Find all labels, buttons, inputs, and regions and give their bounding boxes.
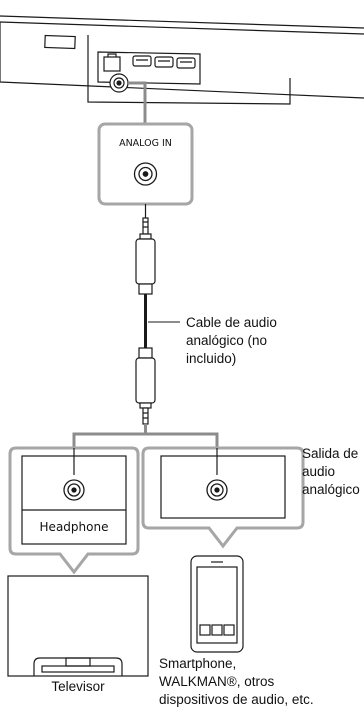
- branch-lines: [72, 424, 219, 448]
- device-label-line-1: Smartphone,: [159, 656, 236, 671]
- output-label-line-1: Salida de: [302, 446, 358, 461]
- hdmi-port-2: [154, 56, 174, 68]
- cable-label: Cable de audio analógico (no incluido): [186, 315, 281, 366]
- device-jack-icon: [206, 479, 228, 501]
- output-label-line-2: audio: [302, 464, 335, 479]
- hdmi-ports: [132, 55, 196, 69]
- tv-jack-icon: [63, 479, 85, 501]
- tv-label: Televisor: [51, 679, 105, 694]
- device-output-callout: [141, 446, 305, 549]
- analog-in-jack-icon: [133, 162, 158, 186]
- hdmi-port-3: [176, 57, 196, 69]
- device-label-line-3: dispositivos de audio, etc.: [159, 692, 314, 707]
- smartphone-icon: [190, 555, 244, 653]
- hdmi-port-1: [132, 55, 152, 67]
- jack-callout-leader: [128, 81, 147, 124]
- cable-label-line-2: analógico (no: [186, 333, 267, 348]
- upper-plug-icon: [135, 217, 156, 295]
- headphone-label: Headphone: [40, 520, 109, 534]
- analog-in-callout: ANALOG IN: [97, 122, 194, 206]
- television-icon: [7, 575, 149, 677]
- cable-label-line-3: incluido): [186, 351, 236, 366]
- analog-in-label: ANALOG IN: [119, 138, 172, 149]
- tv-output-callout: Headphone: [8, 446, 140, 575]
- soundbar: [0, 15, 364, 105]
- lan-port: [103, 53, 121, 72]
- output-label-line-3: analógico: [302, 482, 360, 497]
- device-label: Smartphone, WALKMAN®, otros dispositivos…: [159, 656, 314, 707]
- audio-cable: [135, 204, 156, 433]
- device-jack-panel: [160, 455, 286, 519]
- device-label-line-2: WALKMAN®, otros: [159, 674, 274, 689]
- cable-label-line-1: Cable de audio: [186, 315, 277, 330]
- output-label: Salida de audio analógico: [302, 446, 362, 497]
- lower-plug-icon: [135, 347, 156, 425]
- analog-in-jack-on-bar: [109, 73, 129, 93]
